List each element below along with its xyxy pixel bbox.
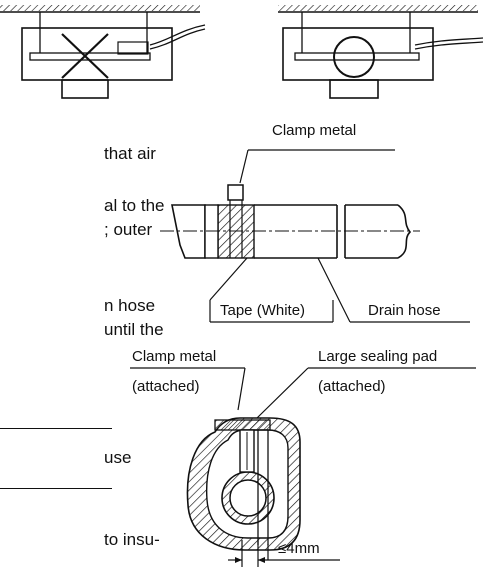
sealing-cross-section xyxy=(130,367,476,567)
sealing-pad-label: Large sealing pad xyxy=(318,348,438,365)
tape-label: Tape (White) xyxy=(220,302,306,319)
clamp-attached-label: (attached) xyxy=(132,378,200,395)
ceiling-hatch-left xyxy=(0,5,200,11)
incorrect-install-figure xyxy=(0,5,206,99)
ceiling-hatch-right xyxy=(278,5,478,11)
clamp-strap xyxy=(214,419,271,431)
clamp-block xyxy=(227,184,244,201)
clamp-metal-label-bottom: Clamp metal xyxy=(132,348,217,365)
body-text-fragment: ; outer xyxy=(104,220,153,239)
body-text-fragment: that air xyxy=(104,144,156,163)
drain-hose-label: Drain hose xyxy=(368,302,441,319)
clamp-metal-label: Clamp metal xyxy=(272,122,357,139)
body-text-fragment: al to the xyxy=(104,196,165,215)
sealing-attached-label: (attached) xyxy=(318,378,386,395)
body-text-fragment: to insu- xyxy=(104,530,160,549)
body-text-fragment: n hose xyxy=(104,296,156,315)
circle-check-icon xyxy=(333,36,375,78)
hose-inner xyxy=(229,479,267,517)
section-divider xyxy=(0,428,112,429)
cable xyxy=(149,24,206,46)
drain-pan-box xyxy=(61,79,109,99)
hose-clamp-side-view xyxy=(160,149,470,323)
body-text-fragment: until the xyxy=(104,320,164,339)
gap-dimension-label: ≤4mm xyxy=(278,540,320,557)
x-mark-icon xyxy=(61,33,109,79)
body-text-fragment: use xyxy=(104,448,132,467)
section-divider xyxy=(0,488,112,489)
correct-install-figure xyxy=(278,5,483,99)
